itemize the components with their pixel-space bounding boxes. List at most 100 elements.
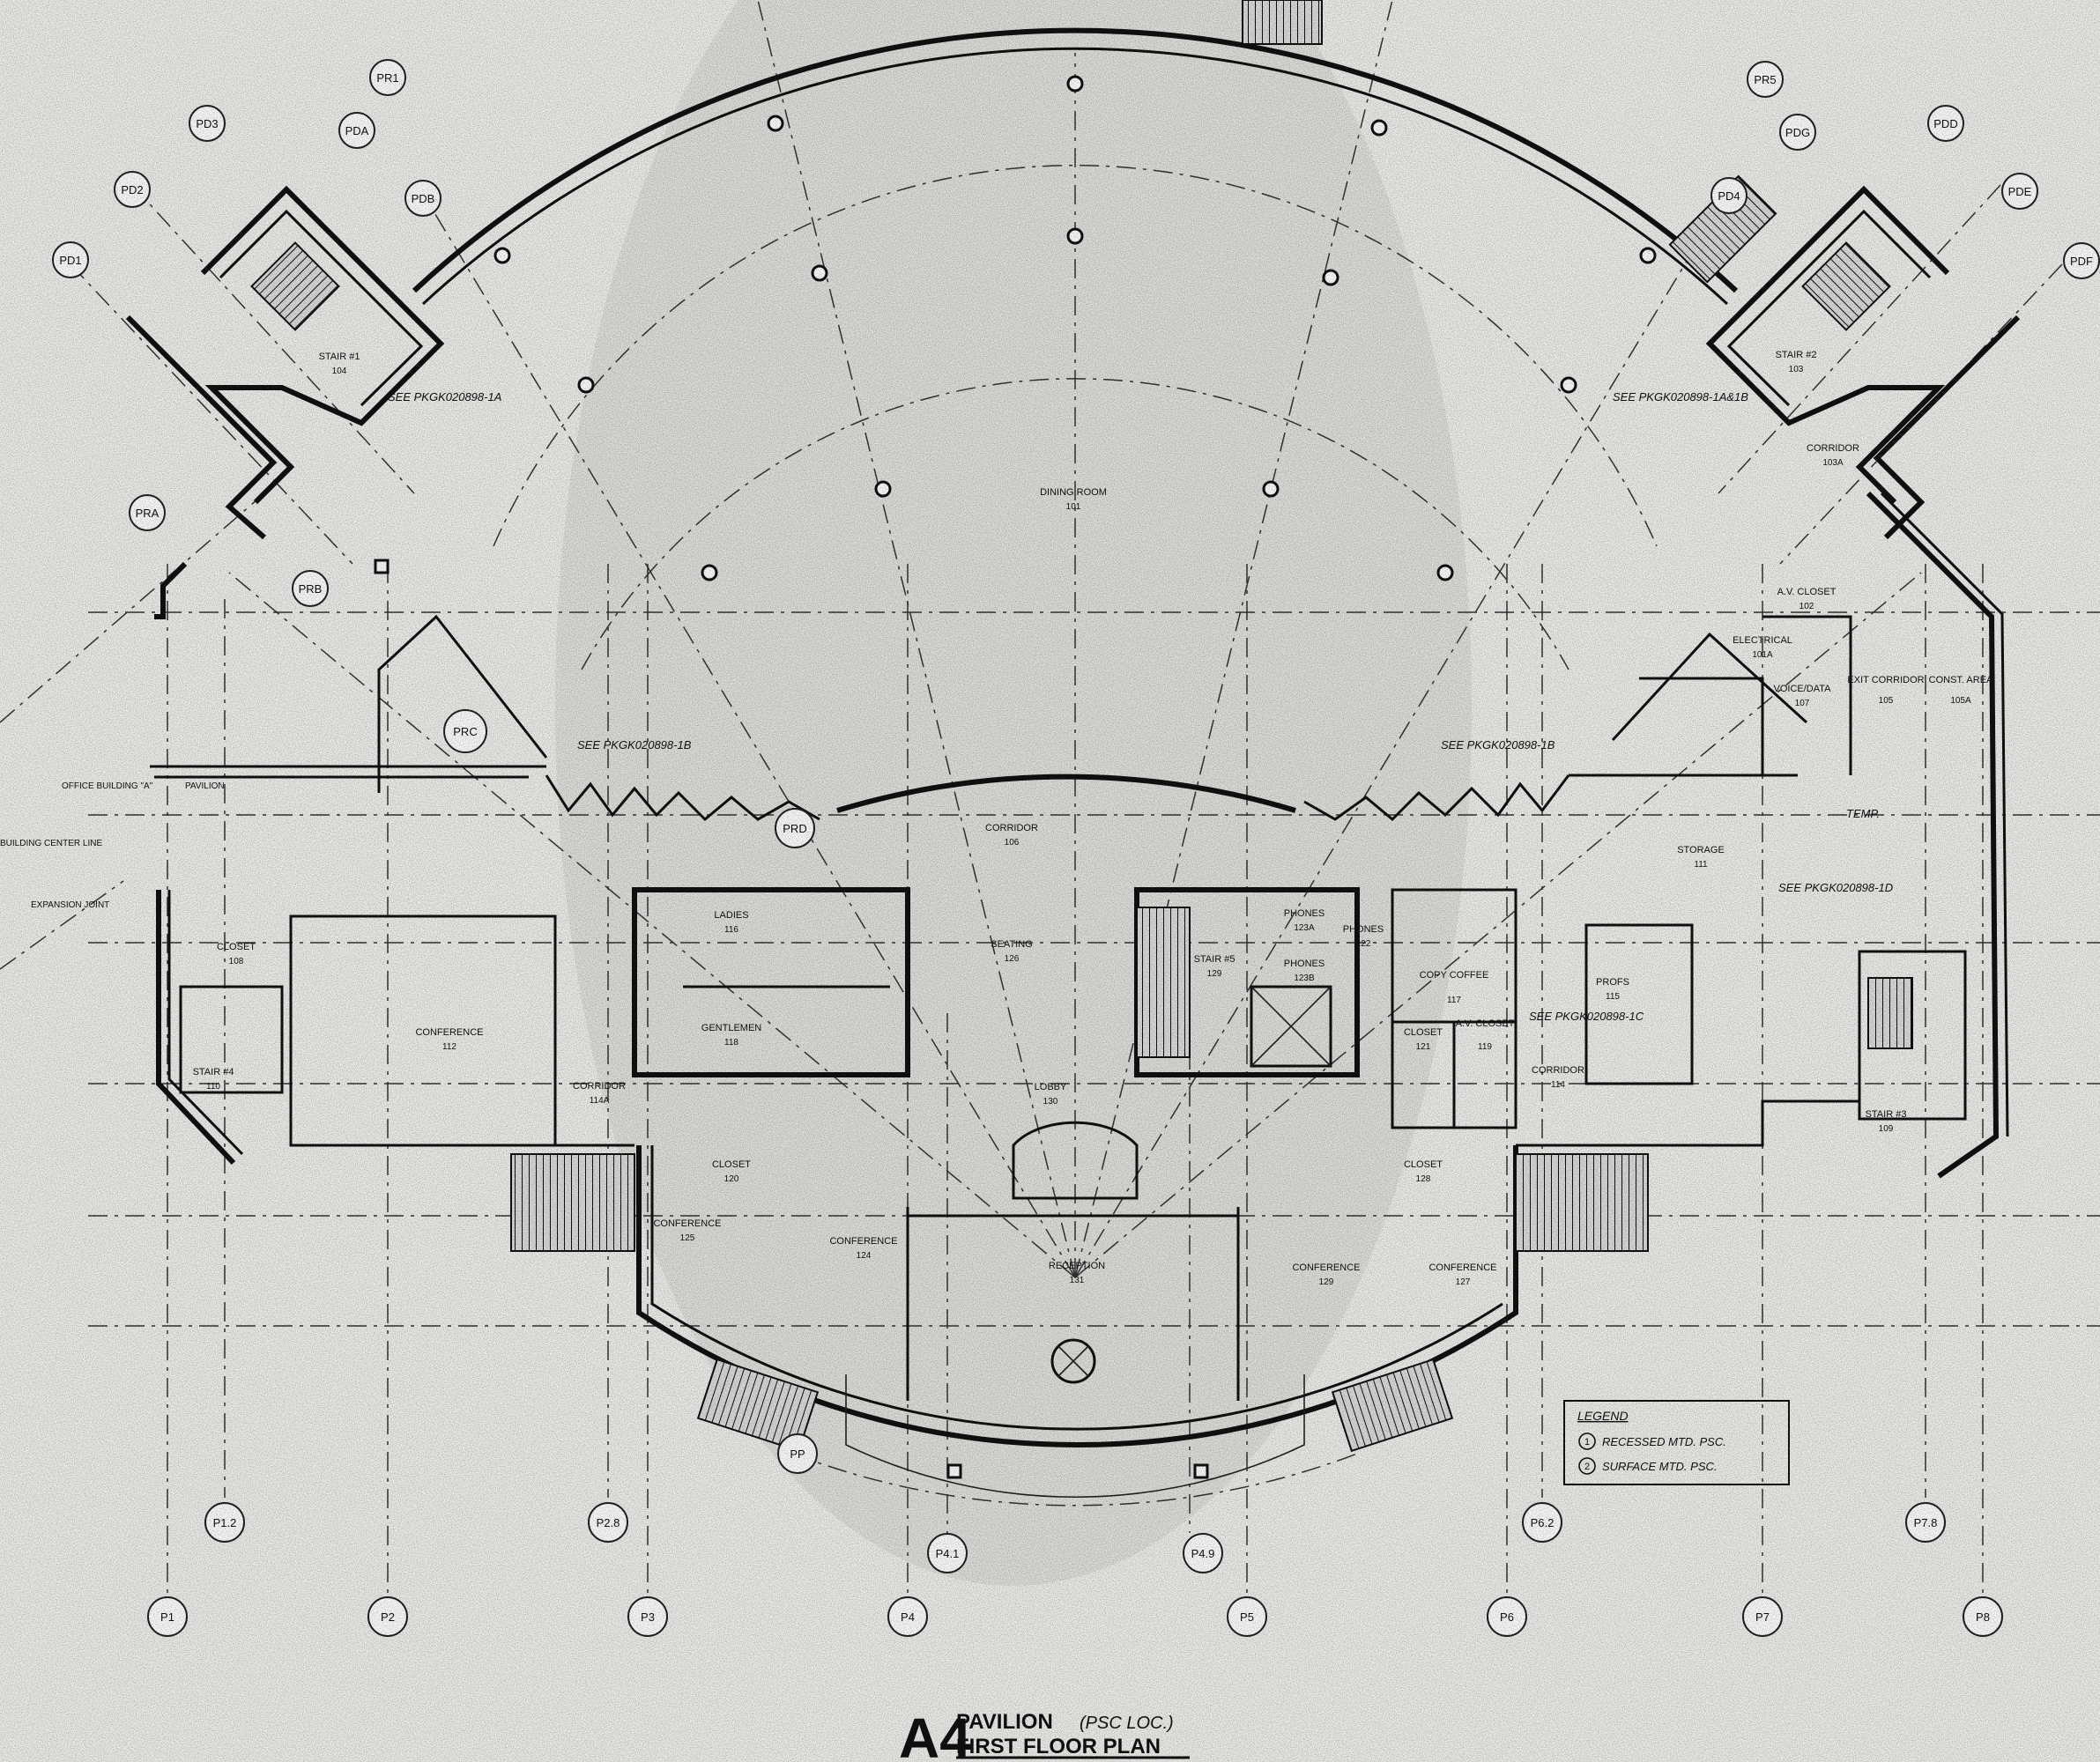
svg-text:129: 129 xyxy=(1207,969,1222,979)
note-ref-1a: SEE PKGK020898-1A xyxy=(388,390,501,403)
grid-bubble-p1-2: P1.2 xyxy=(213,1516,237,1529)
grid-bubble-pd3: PD3 xyxy=(196,117,218,130)
grid-bubble-pd2: PD2 xyxy=(121,183,143,196)
svg-text:124: 124 xyxy=(857,1251,872,1261)
legend-symbol-1-label: 1 xyxy=(1584,1437,1590,1447)
grid-bubble-p2: P2 xyxy=(381,1610,395,1624)
grid-bubble-p2-8: P2.8 xyxy=(597,1516,620,1529)
svg-text:PHONES: PHONES xyxy=(1284,959,1325,969)
svg-text:STORAGE: STORAGE xyxy=(1677,845,1725,855)
note-ref-1a-1b: SEE PKGK020898-1A&1B xyxy=(1613,390,1748,403)
svg-text:129: 129 xyxy=(1319,1277,1334,1287)
grid-bubble-p6-2: P6.2 xyxy=(1531,1516,1555,1529)
svg-text:CORRIDOR: CORRIDOR xyxy=(1532,1065,1584,1076)
note-building-center-line: BUILDING CENTER LINE xyxy=(0,839,102,848)
svg-text:118: 118 xyxy=(724,1038,738,1048)
svg-text:CONFERENCE: CONFERENCE xyxy=(1428,1262,1496,1273)
grid-bubble-pda: PDA xyxy=(345,124,369,137)
grid-bubble-p7-8: P7.8 xyxy=(1914,1516,1938,1529)
svg-text:STAIR #2: STAIR #2 xyxy=(1776,350,1817,360)
svg-text:102: 102 xyxy=(1799,602,1814,611)
svg-text:123A: 123A xyxy=(1294,923,1315,933)
grid-bubble-p3: P3 xyxy=(641,1610,655,1624)
svg-text:120: 120 xyxy=(724,1174,739,1184)
svg-text:CONFERENCE: CONFERENCE xyxy=(653,1218,721,1229)
svg-text:109: 109 xyxy=(1879,1124,1894,1134)
grid-bubble-pde: PDE xyxy=(2008,185,2032,198)
svg-text:A.V. CLOSET: A.V. CLOSET xyxy=(1456,1018,1515,1029)
svg-text:PHONES: PHONES xyxy=(1284,908,1325,919)
svg-text:DINING ROOM: DINING ROOM xyxy=(1040,487,1107,498)
note-pavilion: PAVILION xyxy=(185,781,225,791)
grid-bubble-p6: P6 xyxy=(1500,1610,1514,1624)
grid-bubble-pdb: PDB xyxy=(412,192,435,205)
svg-text:112: 112 xyxy=(442,1042,456,1052)
grid-bubble-pr1: PR1 xyxy=(376,71,398,85)
svg-text:EXIT CORRIDOR: EXIT CORRIDOR xyxy=(1847,675,1924,685)
svg-text:CONFERENCE: CONFERENCE xyxy=(829,1236,897,1247)
legend-item-1-text: RECESSED MTD. PSC. xyxy=(1602,1435,1726,1448)
svg-text:115: 115 xyxy=(1606,992,1620,1002)
svg-text:PHONES: PHONES xyxy=(1343,924,1384,935)
svg-text:114A: 114A xyxy=(590,1096,610,1106)
svg-text:STAIR #1: STAIR #1 xyxy=(319,352,360,362)
svg-text:COPY COFFEE: COPY COFFEE xyxy=(1420,970,1489,981)
svg-text:RECEPTION: RECEPTION xyxy=(1049,1261,1105,1271)
svg-text:101: 101 xyxy=(1066,502,1081,512)
svg-text:LADIES: LADIES xyxy=(714,910,748,921)
note-office-building: OFFICE BUILDING "A" xyxy=(62,781,153,791)
grid-bubble-pr5: PR5 xyxy=(1754,73,1776,86)
grid-bubble-p4-9: P4.9 xyxy=(1191,1547,1215,1560)
svg-text:CORRIDOR: CORRIDOR xyxy=(1807,443,1859,454)
grid-bubble-pd1: PD1 xyxy=(59,254,81,267)
svg-text:131: 131 xyxy=(1070,1276,1085,1285)
note-ref-1b-right: SEE PKGK020898-1B xyxy=(1441,738,1555,751)
svg-text:127: 127 xyxy=(1456,1277,1471,1287)
svg-text:106: 106 xyxy=(1005,838,1020,848)
grid-bubble-p4: P4 xyxy=(901,1610,915,1624)
svg-text:128: 128 xyxy=(1416,1174,1431,1184)
svg-text:CORRIDOR: CORRIDOR xyxy=(573,1081,626,1092)
svg-text:CLOSET: CLOSET xyxy=(1404,1027,1443,1038)
svg-text:103A: 103A xyxy=(1822,458,1844,468)
grid-bubble-pdd: PDD xyxy=(1933,117,1957,130)
svg-text:108: 108 xyxy=(229,957,244,966)
grid-bubble-p5: P5 xyxy=(1240,1610,1254,1624)
svg-text:114: 114 xyxy=(1551,1080,1565,1090)
grid-bubble-p1: P1 xyxy=(160,1610,174,1624)
grid-bubble-pra: PRA xyxy=(136,507,160,520)
note-ref-1b-left: SEE PKGK020898-1B xyxy=(577,738,692,751)
svg-text:123B: 123B xyxy=(1294,974,1315,983)
svg-text:119: 119 xyxy=(1478,1042,1492,1052)
title-block: A4 PAVILION (PSC LOC.) FIRST FLOOR PLAN xyxy=(899,1706,1190,1762)
svg-text:CORRIDOR: CORRIDOR xyxy=(985,823,1038,833)
svg-text:CONFERENCE: CONFERENCE xyxy=(1292,1262,1360,1273)
grid-bubble-prb: PRB xyxy=(299,582,323,596)
grid-bubble-pd4: PD4 xyxy=(1718,189,1740,203)
svg-text:CLOSET: CLOSET xyxy=(1404,1159,1443,1170)
title-pavilion: PAVILION xyxy=(956,1710,1053,1734)
grid-bubble-p8: P8 xyxy=(1976,1610,1990,1624)
svg-text:103: 103 xyxy=(1789,365,1804,374)
grid-bubble-pp: PP xyxy=(790,1447,805,1461)
grid-bubble-prc: PRC xyxy=(453,725,477,738)
svg-text:CLOSET: CLOSET xyxy=(712,1159,751,1170)
grid-bubble-p4-1: P4.1 xyxy=(936,1547,960,1560)
svg-text:CONST. AREA: CONST. AREA xyxy=(1929,675,1993,685)
svg-text:130: 130 xyxy=(1043,1097,1058,1107)
note-ref-1d: SEE PKGK020898-1D xyxy=(1778,881,1893,894)
title-note: (PSC LOC.) xyxy=(1080,1714,1174,1733)
svg-text:121: 121 xyxy=(1416,1042,1431,1052)
svg-text:A.V. CLOSET: A.V. CLOSET xyxy=(1777,587,1837,597)
svg-text:104: 104 xyxy=(332,366,347,376)
svg-text:STAIR #3: STAIR #3 xyxy=(1866,1109,1907,1120)
svg-text:111: 111 xyxy=(1694,860,1708,870)
legend-symbol-2-label: 2 xyxy=(1584,1462,1590,1472)
legend-item-2-text: SURFACE MTD. PSC. xyxy=(1602,1460,1718,1473)
svg-text:101A: 101A xyxy=(1752,650,1773,660)
legend-heading: LEGEND xyxy=(1577,1409,1629,1423)
note-expansion-joint: EXPANSION JOINT xyxy=(31,900,109,910)
svg-text:122: 122 xyxy=(1356,939,1371,949)
svg-text:GENTLEMEN: GENTLEMEN xyxy=(701,1023,762,1033)
